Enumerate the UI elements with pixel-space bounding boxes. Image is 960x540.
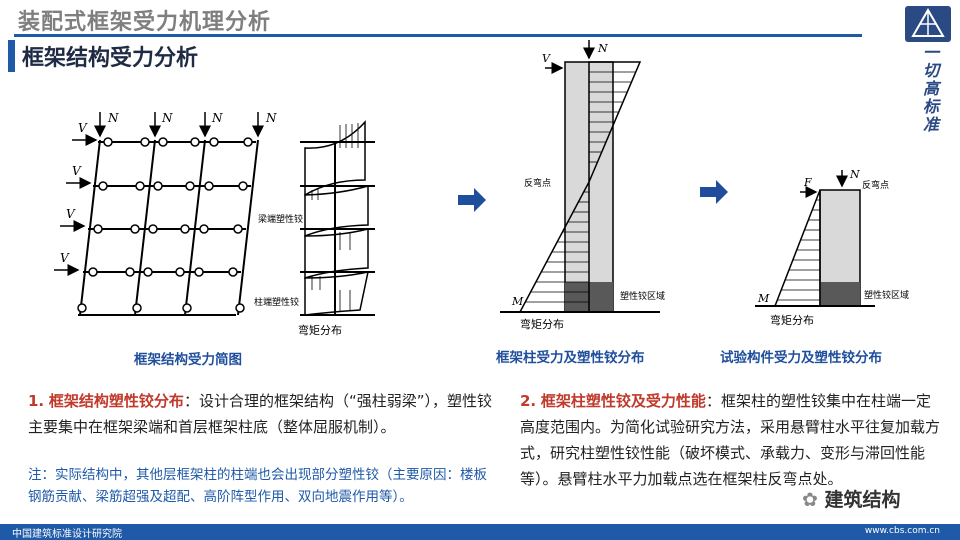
right-moment-triangle xyxy=(773,189,821,307)
middle-load-v: V xyxy=(542,52,551,65)
section2-number: 2. xyxy=(520,392,537,410)
section2-paragraph: 2. 框架柱塑性铰及受力性能：框架柱的塑性铰集中在柱端一定高度范围内。为简化试验… xyxy=(520,388,940,492)
frame-grid xyxy=(78,139,259,316)
right-hinge-label: 塑性铰区域 xyxy=(864,289,909,301)
middle-hinge-label: 塑性铰区域 xyxy=(620,290,665,302)
right-moment-hatch xyxy=(777,199,820,301)
header-divider xyxy=(14,34,862,37)
section1-note: 注：实际结构中，其他层框架柱的柱端也会出现部分塑性铰（主要原因：楼板钢筋贡献、梁… xyxy=(28,467,487,505)
left-moment-label: 弯矩分布 xyxy=(298,323,342,337)
section1-body: ：设计合理的框架结构（“强柱弱梁”），塑性铰主要集中在框架梁端和首层框架柱底（整… xyxy=(28,392,492,436)
flow-arrow-1 xyxy=(458,188,486,212)
section1-number: 1. xyxy=(28,392,45,410)
right-load-n: N xyxy=(849,168,860,181)
footer-org: 中国建筑标准设计研究院 xyxy=(12,529,122,540)
load-n-3: N xyxy=(211,111,223,125)
page-subtitle: 框架结构受力分析 xyxy=(22,46,199,71)
middle-inflection-label: 反弯点 xyxy=(524,177,551,189)
middle-moment-hatch xyxy=(525,71,635,303)
left-caption: 框架结构受力简图 xyxy=(134,352,242,368)
right-moment-label: 弯矩分布 xyxy=(770,313,814,327)
vertical-load-arrows xyxy=(94,112,264,138)
load-n-4: N xyxy=(265,111,277,125)
middle-moment-symbol: M xyxy=(511,295,524,308)
load-v-2: V xyxy=(72,164,82,178)
load-v-1: V xyxy=(78,121,88,135)
lateral-load-arrows xyxy=(54,134,98,276)
structural-diagram: N N N N V V V V 梁端塑性铰 柱端塑性铰 弯矩分布 xyxy=(54,40,909,337)
section1-heading: 框架结构塑性铰分布 xyxy=(48,392,184,410)
watermark-text: 建筑结构 xyxy=(824,489,901,511)
section1-paragraph: 1. 框架结构塑性铰分布：设计合理的框架结构（“强柱弱梁”），塑性铰主要集中在框… xyxy=(28,388,498,440)
right-caption: 试验构件受力及塑性铰分布 xyxy=(720,350,882,366)
left-moment-hatch xyxy=(311,123,359,312)
middle-load-n: N xyxy=(597,42,608,55)
subtitle-accent-bar xyxy=(8,40,15,72)
right-moment-symbol: M xyxy=(757,292,770,305)
flow-arrow-2 xyxy=(700,180,728,204)
right-load-f: F xyxy=(803,176,812,189)
section2-body: ：框架柱的塑性铰集中在柱端一定高度范围内。为简化试验研究方法，采用悬臂柱水平往复… xyxy=(520,392,941,488)
middle-caption: 框架柱受力及塑性铰分布 xyxy=(496,350,645,366)
column-hinge-label: 柱端塑性铰 xyxy=(254,296,299,308)
beam-hinge-label: 梁端塑性铰 xyxy=(258,213,303,225)
watermark: ✿ 建筑结构 xyxy=(798,485,905,512)
footer-url[interactable]: www.cbs.com.cn xyxy=(864,526,940,536)
load-v-3: V xyxy=(66,207,76,221)
institute-logo-icon xyxy=(905,6,951,42)
section2-heading: 框架柱塑性铰及受力性能 xyxy=(540,392,706,410)
right-inflection-label: 反弯点 xyxy=(862,179,889,191)
page-title: 装配式框架受力机理分析 xyxy=(18,10,272,35)
beam-hinges xyxy=(77,137,253,313)
load-v-4: V xyxy=(60,251,70,265)
load-n-2: N xyxy=(161,111,173,125)
load-n-1: N xyxy=(107,111,119,125)
middle-moment-label: 弯矩分布 xyxy=(520,317,564,331)
left-moment-diagram xyxy=(300,120,375,316)
footer-bar xyxy=(0,524,960,540)
logo-slogan: 一切高标准 xyxy=(920,44,939,134)
right-hinge-region xyxy=(820,282,860,306)
wechat-icon: ✿ xyxy=(802,489,818,511)
